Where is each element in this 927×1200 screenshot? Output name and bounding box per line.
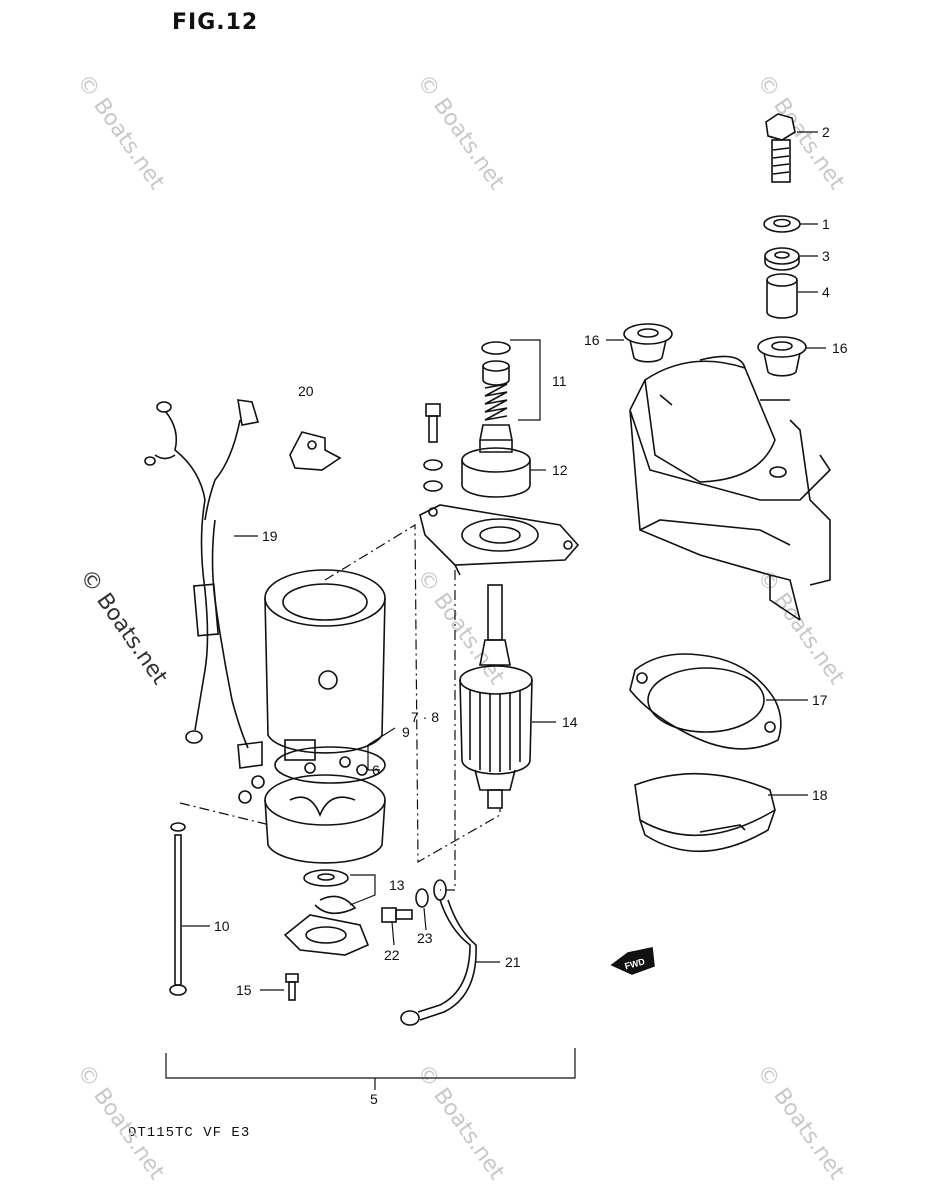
grommet-part-16-left [623, 323, 673, 363]
callout-20: 20 [298, 383, 314, 399]
washer-set-part-13 [303, 869, 357, 915]
callout-23: 23 [417, 930, 433, 946]
callout-5: 5 [370, 1091, 378, 1107]
callout-16: 16 [832, 340, 848, 356]
wire-harness-part-19 [144, 399, 263, 769]
washer-part-1 [763, 215, 801, 233]
forward-arrow-icon: FWD [610, 947, 655, 975]
bolt-part-22 [381, 907, 413, 923]
front-cover [419, 504, 580, 576]
gasket-part-17 [629, 653, 782, 750]
callout-21: 21 [505, 954, 521, 970]
pinion-assembly-part-11 [479, 341, 513, 453]
band-part-18 [634, 772, 776, 853]
armature-part-14 [459, 584, 533, 809]
callout-15: 15 [236, 982, 252, 998]
callout-22: 22 [384, 947, 400, 963]
callout-12: 12 [552, 462, 568, 478]
callout-2: 2 [822, 124, 830, 140]
callout-16: 16 [584, 332, 600, 348]
grommet-part-16-right [757, 336, 807, 377]
callout-17: 17 [812, 692, 828, 708]
callout-9: 9 [402, 724, 410, 740]
washer-part-3 [764, 247, 800, 271]
brush-holder-part-6 [274, 739, 386, 784]
callout-10: 10 [214, 918, 230, 934]
model-code: DT115TC VF E3 [128, 1125, 251, 1141]
callout-11: 11 [552, 373, 567, 389]
screw-part-15 [285, 973, 299, 1001]
callout-19: 19 [262, 528, 278, 544]
leader-lines [165, 131, 826, 1090]
callout-13: 13 [389, 877, 405, 893]
callout-3: 3 [822, 248, 830, 264]
assembly-lines [179, 523, 501, 891]
battery-cable-part-21 [400, 879, 477, 1026]
washer-part-23 [415, 888, 429, 908]
clip-part-20 [289, 431, 342, 471]
callout-14: 14 [562, 714, 578, 730]
rear-housing [238, 774, 386, 864]
bolt-part-2 [765, 113, 796, 183]
callout-1: 1 [822, 216, 830, 232]
end-cap [283, 914, 370, 956]
callout-7-8: 7 · 8 [411, 709, 439, 725]
callout-4: 4 [822, 284, 830, 300]
callout-6: 6 [372, 762, 380, 778]
figure-title: FIG.12 [172, 10, 259, 35]
callout-18: 18 [812, 787, 828, 803]
starter-yoke [264, 569, 386, 754]
small-bolt [423, 403, 443, 492]
mounting-bracket [629, 355, 832, 621]
clutch-part-12 [461, 447, 531, 498]
collar-part-4 [766, 273, 798, 319]
through-bolt-part-10 [169, 822, 187, 996]
